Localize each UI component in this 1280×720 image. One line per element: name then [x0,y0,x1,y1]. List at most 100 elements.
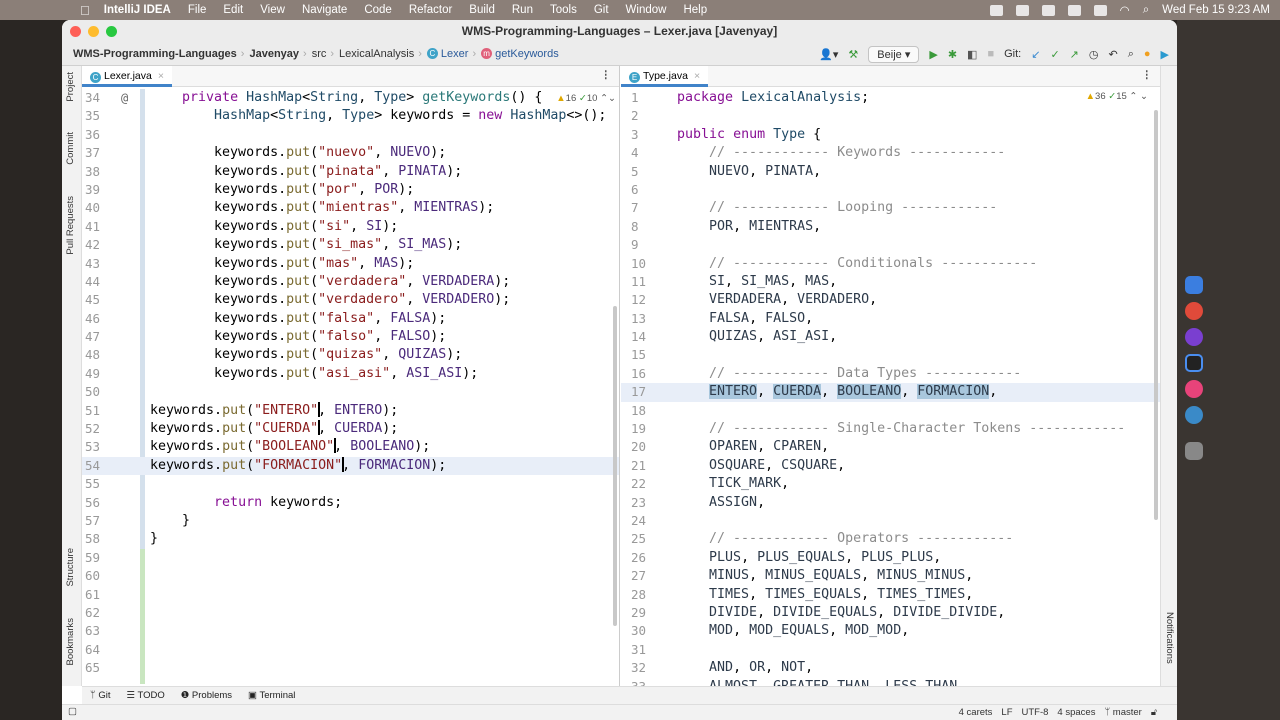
code-line[interactable]: 28 TIMES, TIMES_EQUALS, TIMES_TIMES, [621,586,1160,604]
code-line[interactable]: 31 [621,641,1160,659]
breadcrumb-project[interactable]: WMS-Programming-Languages [73,47,237,60]
line-number[interactable]: 42 [85,237,101,253]
code-line[interactable]: 25 // ------------ Operators -----------… [621,530,1160,548]
code-line[interactable]: 65 [82,659,619,677]
intellij-icon[interactable] [1185,354,1203,372]
scrollbar[interactable] [613,306,617,626]
line-number[interactable]: 33 [631,678,647,687]
code-line[interactable]: 57 } [82,512,619,530]
line-number[interactable]: 62 [85,604,101,620]
search-icon[interactable]: ⌕ [1127,47,1134,60]
app-icon[interactable] [1185,406,1203,424]
run-config-select[interactable]: Beije ▾ [868,45,920,63]
code-line[interactable]: 2 [621,107,1160,125]
code-line[interactable]: 61 [82,586,619,604]
code-line[interactable]: 16 // ------------ Data Types ----------… [621,365,1160,383]
coverage-icon[interactable]: ◧ [967,48,978,61]
code-line[interactable]: 18 [621,402,1160,420]
wifi-icon[interactable]: ◠ [1119,5,1130,17]
git-commit-icon[interactable]: ✓ [1050,48,1060,61]
breadcrumb-package[interactable]: LexicalAnalysis [339,47,415,60]
line-number[interactable]: 57 [85,512,101,528]
line-number[interactable]: 19 [631,421,647,437]
code-area[interactable]: 34 private HashMap<String, Type> getKeyw… [82,89,619,678]
code-line[interactable]: 6 [621,181,1160,199]
line-number[interactable]: 11 [631,273,647,289]
code-line[interactable]: 30 MOD, MOD_EQUALS, MOD_MOD, [621,622,1160,640]
line-number[interactable]: 56 [85,494,101,510]
code-line[interactable]: 15 [621,346,1160,364]
line-number[interactable]: 52 [85,421,101,437]
line-number[interactable]: 5 [631,163,639,179]
line-number[interactable]: 60 [85,568,101,584]
line-number[interactable]: 64 [85,641,101,657]
line-number[interactable]: 24 [631,512,647,528]
line-number[interactable]: 53 [85,439,101,455]
line-number[interactable]: 25 [631,531,647,547]
git-update-icon[interactable]: ↙ [1031,48,1041,61]
code-line[interactable]: 26 PLUS, PLUS_EQUALS, PLUS_PLUS, [621,549,1160,567]
code-line[interactable]: 17 ENTERO, CUERDA, BOOLEANO, FORMACION, [621,383,1160,402]
close-window-button[interactable] [70,26,81,37]
menu-refactor[interactable]: Refactor [399,4,452,16]
line-number[interactable]: 47 [85,329,101,345]
menu-build[interactable]: Build [459,4,495,16]
menu-file[interactable]: File [178,4,207,16]
minimize-window-button[interactable] [88,26,99,37]
line-number[interactable]: 17 [631,384,647,400]
code-line[interactable]: 33 ALMOST, GREATER_THAN, LESS_THAN, [621,678,1160,687]
inspection-widget[interactable]: ▲36 ✓15 ⌃ ⌄ [1085,91,1148,102]
code-line[interactable]: 39 keywords.put("por", POR); [82,181,619,199]
code-line[interactable]: 23 ASSIGN, [621,494,1160,512]
line-number[interactable]: 12 [631,292,647,308]
code-line[interactable]: 21 OSQUARE, CSQUARE, [621,457,1160,475]
menu-edit[interactable]: Edit [213,4,243,16]
inspection-widget[interactable]: ▲16 ✓10 ⌃⌄ [556,93,616,104]
line-number[interactable]: 65 [85,660,101,676]
tool-bookmarks[interactable]: Bookmarks [65,618,76,666]
code-line[interactable]: 44 keywords.put("verdadera", VERDADERA); [82,273,619,291]
github-desktop-icon[interactable] [1185,328,1203,346]
tool-pull-requests[interactable]: Pull Requests [65,196,76,255]
line-number[interactable]: 41 [85,218,101,234]
code-line[interactable]: 12 VERDADERA, VERDADERO, [621,291,1160,309]
line-number[interactable]: 9 [631,237,639,253]
line-number[interactable]: 21 [631,457,647,473]
line-number[interactable]: 44 [85,273,101,289]
line-number[interactable]: 13 [631,310,647,326]
line-number[interactable]: 51 [85,402,101,418]
breadcrumb-class[interactable]: Lexer [440,47,469,60]
toggle-tool-windows-icon[interactable]: ▢ [68,706,77,717]
line-number[interactable]: 43 [85,255,101,271]
line-number[interactable]: 34 [85,90,101,105]
line-number[interactable]: 46 [85,310,101,326]
menu-tools[interactable]: Tools [540,4,577,16]
code-line[interactable]: 9 [621,236,1160,254]
tool-git[interactable]: ᛘ Git [90,690,110,701]
line-number[interactable]: 38 [85,163,101,179]
line-number[interactable]: 27 [631,568,647,584]
code-line[interactable]: 55 [82,475,619,493]
line-number[interactable]: 55 [85,476,101,492]
rollback-icon[interactable]: ↶ [1108,48,1118,61]
code-line[interactable]: 13 FALSA, FALSO, [621,310,1160,328]
status-line-separator[interactable]: LF [1001,707,1013,718]
line-number[interactable]: 10 [631,255,647,271]
code-line[interactable]: 49 keywords.put("asi_asi", ASI_ASI); [82,365,619,383]
line-number[interactable]: 29 [631,604,647,620]
tool-problems[interactable]: ❶ Problems [181,690,232,701]
code-line[interactable]: 35 HashMap<String, Type> keywords = new … [82,107,619,125]
dock-app-icon[interactable] [1185,276,1203,294]
code-line[interactable]: 10 // ------------ Conditionals --------… [621,255,1160,273]
zoom-window-button[interactable] [106,26,117,37]
code-line[interactable]: 27 MINUS, MINUS_EQUALS, MINUS_MINUS, [621,567,1160,585]
breadcrumb-method[interactable]: getKeywords [495,47,559,60]
code-line[interactable]: 64 [82,641,619,659]
menu-git[interactable]: Git [584,4,609,16]
line-number[interactable]: 6 [631,181,639,197]
line-number[interactable]: 59 [85,549,101,565]
